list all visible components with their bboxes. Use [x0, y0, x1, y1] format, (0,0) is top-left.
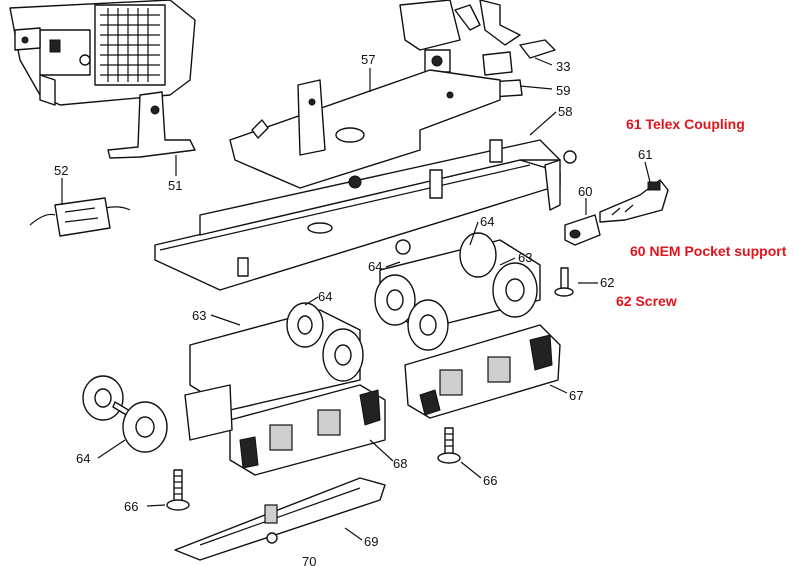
- red-annotations: 61 Telex Coupling 60 NEM Pocket support …: [616, 116, 787, 309]
- label-52: 52: [54, 163, 68, 178]
- front-truck-assembly: [189, 302, 364, 411]
- part-51-bracket: [107, 91, 196, 159]
- annotation-screw: 62 Screw: [616, 293, 677, 309]
- part-57-chassis: [229, 69, 501, 189]
- label-33: 33: [556, 59, 570, 74]
- label-66-right: 66: [483, 473, 497, 488]
- label-62: 62: [600, 275, 614, 290]
- label-61: 61: [638, 147, 652, 162]
- label-64-mid: 64: [368, 259, 382, 274]
- label-66-left: 66: [124, 499, 138, 514]
- part-62-screw: [554, 267, 574, 297]
- label-63-left: 63: [192, 308, 206, 323]
- label-69: 69: [364, 534, 378, 549]
- main-chassis-plate: [154, 139, 577, 291]
- annotation-telex-coupling: 61 Telex Coupling: [626, 116, 745, 132]
- label-59: 59: [556, 83, 570, 98]
- label-70: 70: [302, 554, 316, 566]
- label-67: 67: [569, 388, 583, 403]
- label-63-right: 63: [518, 250, 532, 265]
- leader-lines: [61, 57, 651, 541]
- part-68-side-frame: [184, 384, 386, 476]
- part-69-plate: [174, 477, 386, 561]
- annotation-nem-pocket-support: 60 NEM Pocket support: [630, 243, 787, 259]
- label-58: 58: [558, 104, 572, 119]
- label-64-wheelset: 64: [76, 451, 90, 466]
- motor-assembly: [9, 0, 196, 106]
- label-64-upper: 64: [480, 214, 494, 229]
- part-52-component: [29, 197, 131, 237]
- label-57: 57: [361, 52, 375, 67]
- rear-truck-assembly: [374, 232, 541, 351]
- label-51: 51: [168, 178, 182, 193]
- label-64-front: 64: [318, 289, 332, 304]
- label-68: 68: [393, 456, 407, 471]
- label-60: 60: [578, 184, 592, 199]
- part-60-nem-pocket: [564, 214, 601, 246]
- part-number-labels: 57 33 59 58 51 52 61 60 64 63 64 62 64 6…: [54, 52, 652, 566]
- part-66-screws: [166, 427, 461, 511]
- part-61-telex-coupling: [599, 179, 669, 223]
- part-67-side-frame: [404, 324, 561, 419]
- part-64-wheelset: [82, 375, 168, 453]
